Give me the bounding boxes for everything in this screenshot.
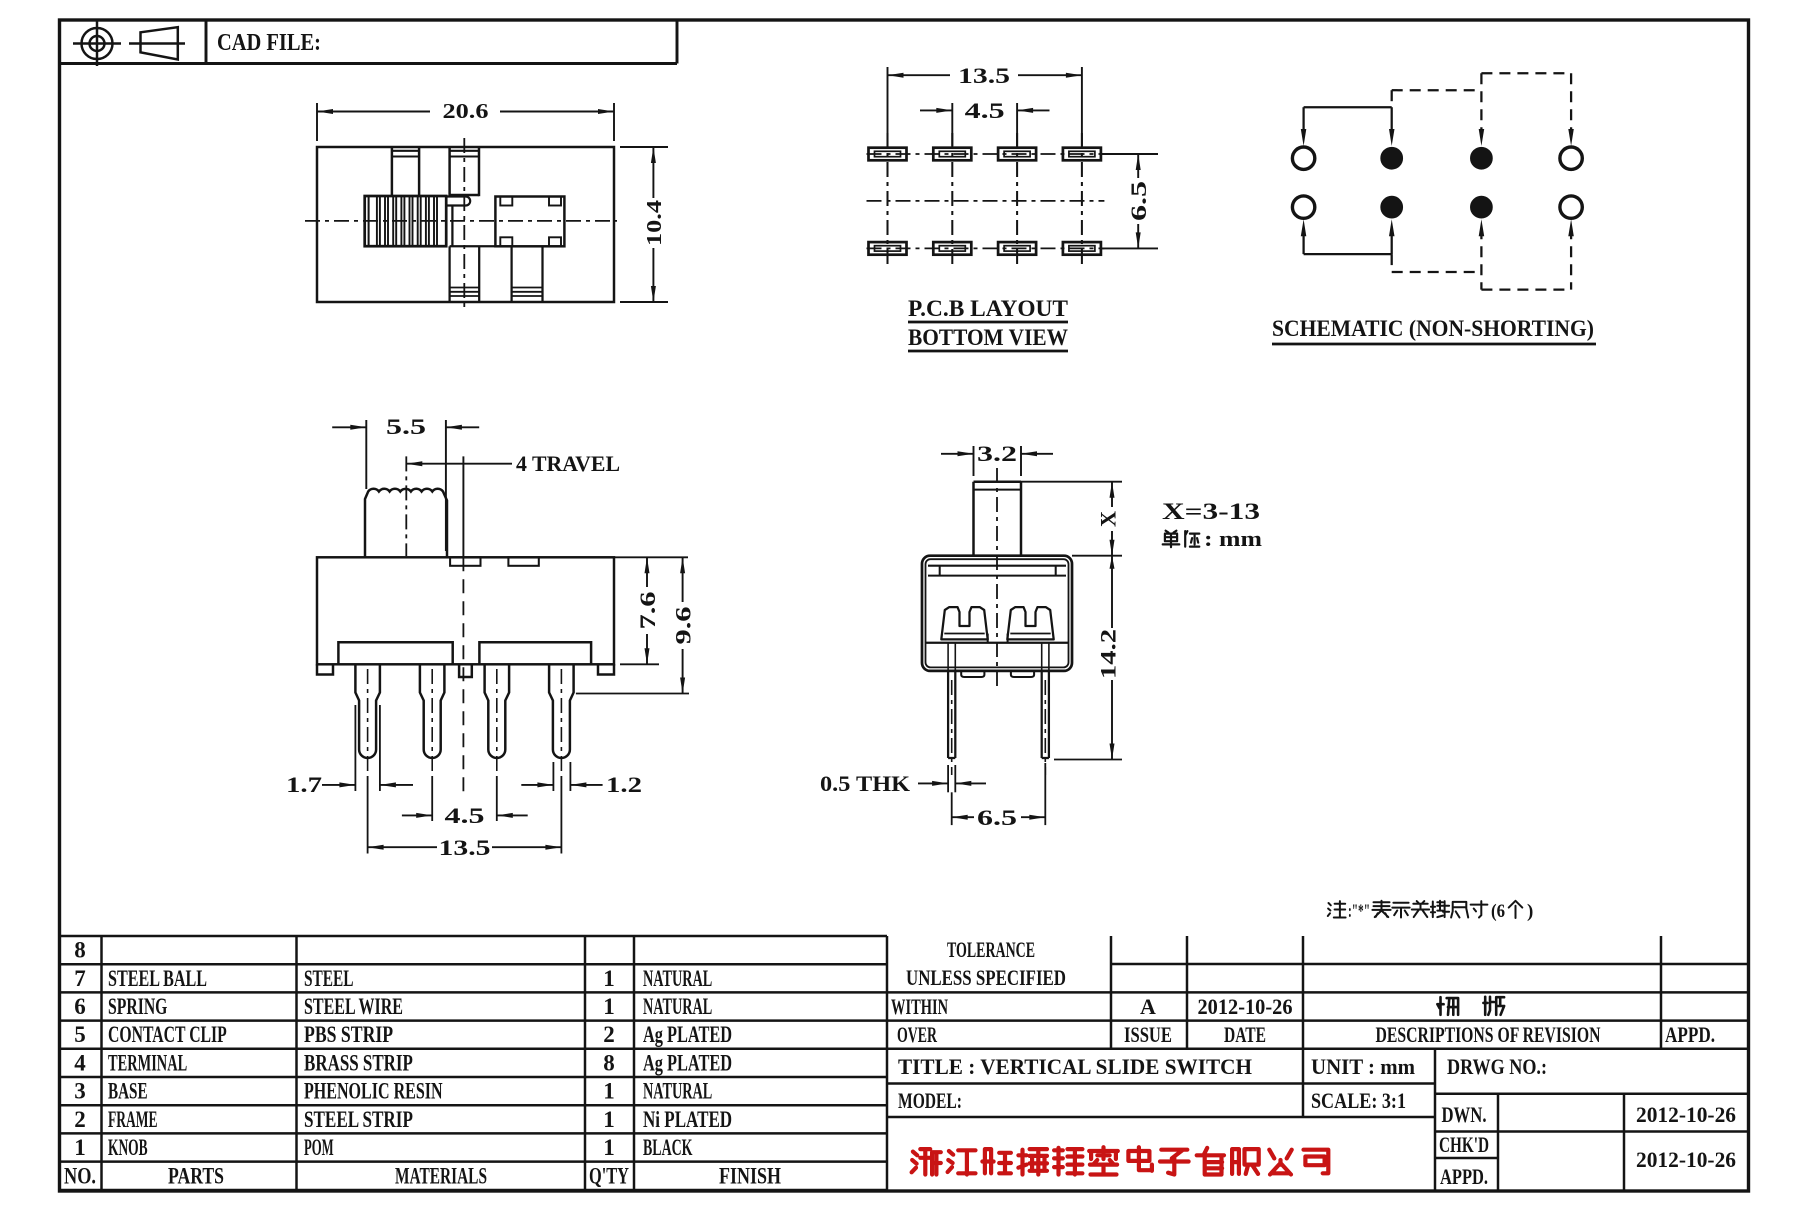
svg-text:20.6: 20.6: [443, 99, 489, 123]
svg-text:STEEL WIRE: STEEL WIRE: [304, 994, 403, 1019]
svg-text:7.6: 7.6: [635, 592, 660, 630]
svg-text:): ): [1527, 901, 1533, 922]
svg-text:2012-10-26: 2012-10-26: [1636, 1147, 1736, 1172]
svg-text:3.2: 3.2: [977, 441, 1017, 466]
svg-text:4.5: 4.5: [445, 803, 485, 828]
svg-text:PARTS: PARTS: [168, 1163, 224, 1188]
svg-text:DESCRIPTIONS OF REVISION: DESCRIPTIONS OF REVISION: [1376, 1022, 1601, 1047]
svg-text:DATE: DATE: [1224, 1022, 1266, 1047]
svg-text:DRWG NO.:: DRWG NO.:: [1447, 1054, 1547, 1079]
svg-text:3: 3: [74, 1079, 86, 1104]
svg-text:4 TRAVEL: 4 TRAVEL: [516, 451, 620, 476]
svg-text::"*": :"*": [1348, 901, 1370, 922]
svg-text:2012-10-26: 2012-10-26: [1198, 994, 1293, 1019]
svg-text:APPD.: APPD.: [1440, 1164, 1488, 1189]
svg-text:TITLE : VERTICAL SLIDE S: TITLE : VERTICAL SLIDE SWITCH: [898, 1054, 1252, 1079]
svg-text:OVER: OVER: [897, 1022, 938, 1047]
svg-text:PBS STRIP: PBS STRIP: [304, 1022, 393, 1047]
svg-text:2: 2: [74, 1107, 86, 1132]
svg-text:CHK'D: CHK'D: [1439, 1132, 1489, 1157]
svg-text:DWN.: DWN.: [1442, 1102, 1487, 1127]
svg-text:A: A: [1140, 994, 1156, 1019]
svg-text:P.C.B LAYOUT: P.C.B LAYOUT: [908, 296, 1068, 321]
svg-text:STEEL STRIP: STEEL STRIP: [304, 1107, 413, 1132]
svg-text:TOLERANCE: TOLERANCE: [947, 937, 1035, 962]
svg-text:9.6: 9.6: [671, 607, 696, 645]
svg-text:NATURAL: NATURAL: [643, 1079, 712, 1104]
svg-text:PHENOLIC RESIN: PHENOLIC RESIN: [304, 1079, 443, 1104]
svg-text:1: 1: [603, 1079, 615, 1104]
svg-text:1: 1: [603, 1135, 615, 1160]
svg-text:14.2: 14.2: [1096, 629, 1121, 679]
svg-text:NATURAL: NATURAL: [643, 994, 712, 1019]
svg-text:X=3-13: X=3-13: [1162, 499, 1260, 524]
svg-text:Q'TY: Q'TY: [589, 1163, 629, 1188]
svg-text:1: 1: [74, 1135, 86, 1160]
svg-text:6.5: 6.5: [977, 805, 1017, 830]
svg-text:FINISH: FINISH: [719, 1163, 781, 1188]
svg-text:SCALE: 3:1: SCALE: 3:1: [1311, 1088, 1406, 1113]
svg-text:4.5: 4.5: [965, 98, 1005, 123]
svg-text:13.5: 13.5: [958, 63, 1010, 88]
svg-text:BRASS STRIP: BRASS STRIP: [304, 1050, 413, 1075]
svg-text:TERMINAL: TERMINAL: [108, 1050, 187, 1075]
svg-text:SCHEMATIC (NON-SHORTING): SCHEMATIC (NON-SHORTING): [1272, 316, 1594, 341]
svg-text:NO.: NO.: [64, 1163, 96, 1188]
svg-text:STEEL BALL: STEEL BALL: [108, 966, 207, 991]
svg-text:1: 1: [603, 994, 615, 1019]
svg-text:6.5: 6.5: [1126, 181, 1151, 221]
svg-text:MATERIALS: MATERIALS: [395, 1163, 487, 1188]
svg-text:CAD FILE:: CAD FILE:: [217, 30, 321, 56]
svg-text:Ag PLATED: Ag PLATED: [643, 1050, 732, 1075]
svg-text:Ni PLATED: Ni PLATED: [643, 1107, 732, 1132]
svg-text:10.4: 10.4: [642, 199, 666, 246]
svg-text:5: 5: [74, 1022, 86, 1047]
svg-text:8: 8: [603, 1050, 615, 1075]
svg-text:1.2: 1.2: [606, 772, 642, 797]
svg-text:STEEL: STEEL: [304, 966, 354, 991]
svg-text:6: 6: [74, 994, 86, 1019]
svg-text:UNIT : mm: UNIT : mm: [1311, 1054, 1415, 1079]
svg-text:Ag PLATED: Ag PLATED: [643, 1022, 732, 1047]
svg-text:WITHIN: WITHIN: [891, 994, 948, 1019]
svg-text:: mm: : mm: [1204, 526, 1262, 551]
svg-text:8: 8: [74, 938, 86, 963]
svg-text:FRAME: FRAME: [108, 1107, 158, 1132]
svg-text:UNLESS SPECIFIED: UNLESS SPECIFIED: [906, 965, 1066, 990]
svg-text:APPD.: APPD.: [1665, 1022, 1715, 1047]
svg-text:7: 7: [74, 966, 86, 991]
svg-text:CONTACT CLIP: CONTACT CLIP: [108, 1022, 227, 1047]
svg-text:POM: POM: [304, 1135, 334, 1160]
svg-text:0.5 THK: 0.5 THK: [820, 771, 910, 796]
svg-text:X: X: [1096, 511, 1121, 527]
svg-text:13.5: 13.5: [439, 835, 491, 860]
svg-text:NATURAL: NATURAL: [643, 966, 712, 991]
svg-text:SPRING: SPRING: [108, 994, 167, 1019]
svg-text:1.7: 1.7: [286, 772, 322, 797]
svg-text:BOTTOM VIEW: BOTTOM VIEW: [908, 325, 1068, 350]
svg-text:(6: (6: [1491, 901, 1505, 922]
svg-text:2: 2: [603, 1022, 615, 1047]
svg-text:5.5: 5.5: [386, 414, 426, 439]
svg-text:MODEL:: MODEL:: [898, 1088, 962, 1113]
svg-text:4: 4: [74, 1050, 86, 1075]
svg-text:BASE: BASE: [108, 1079, 148, 1104]
svg-text:2012-10-26: 2012-10-26: [1636, 1102, 1736, 1127]
svg-text:BLACK: BLACK: [643, 1135, 693, 1160]
svg-text:1: 1: [603, 1107, 615, 1132]
svg-text:KNOB: KNOB: [108, 1135, 148, 1160]
svg-text:1: 1: [603, 966, 615, 991]
svg-text:ISSUE: ISSUE: [1124, 1022, 1172, 1047]
